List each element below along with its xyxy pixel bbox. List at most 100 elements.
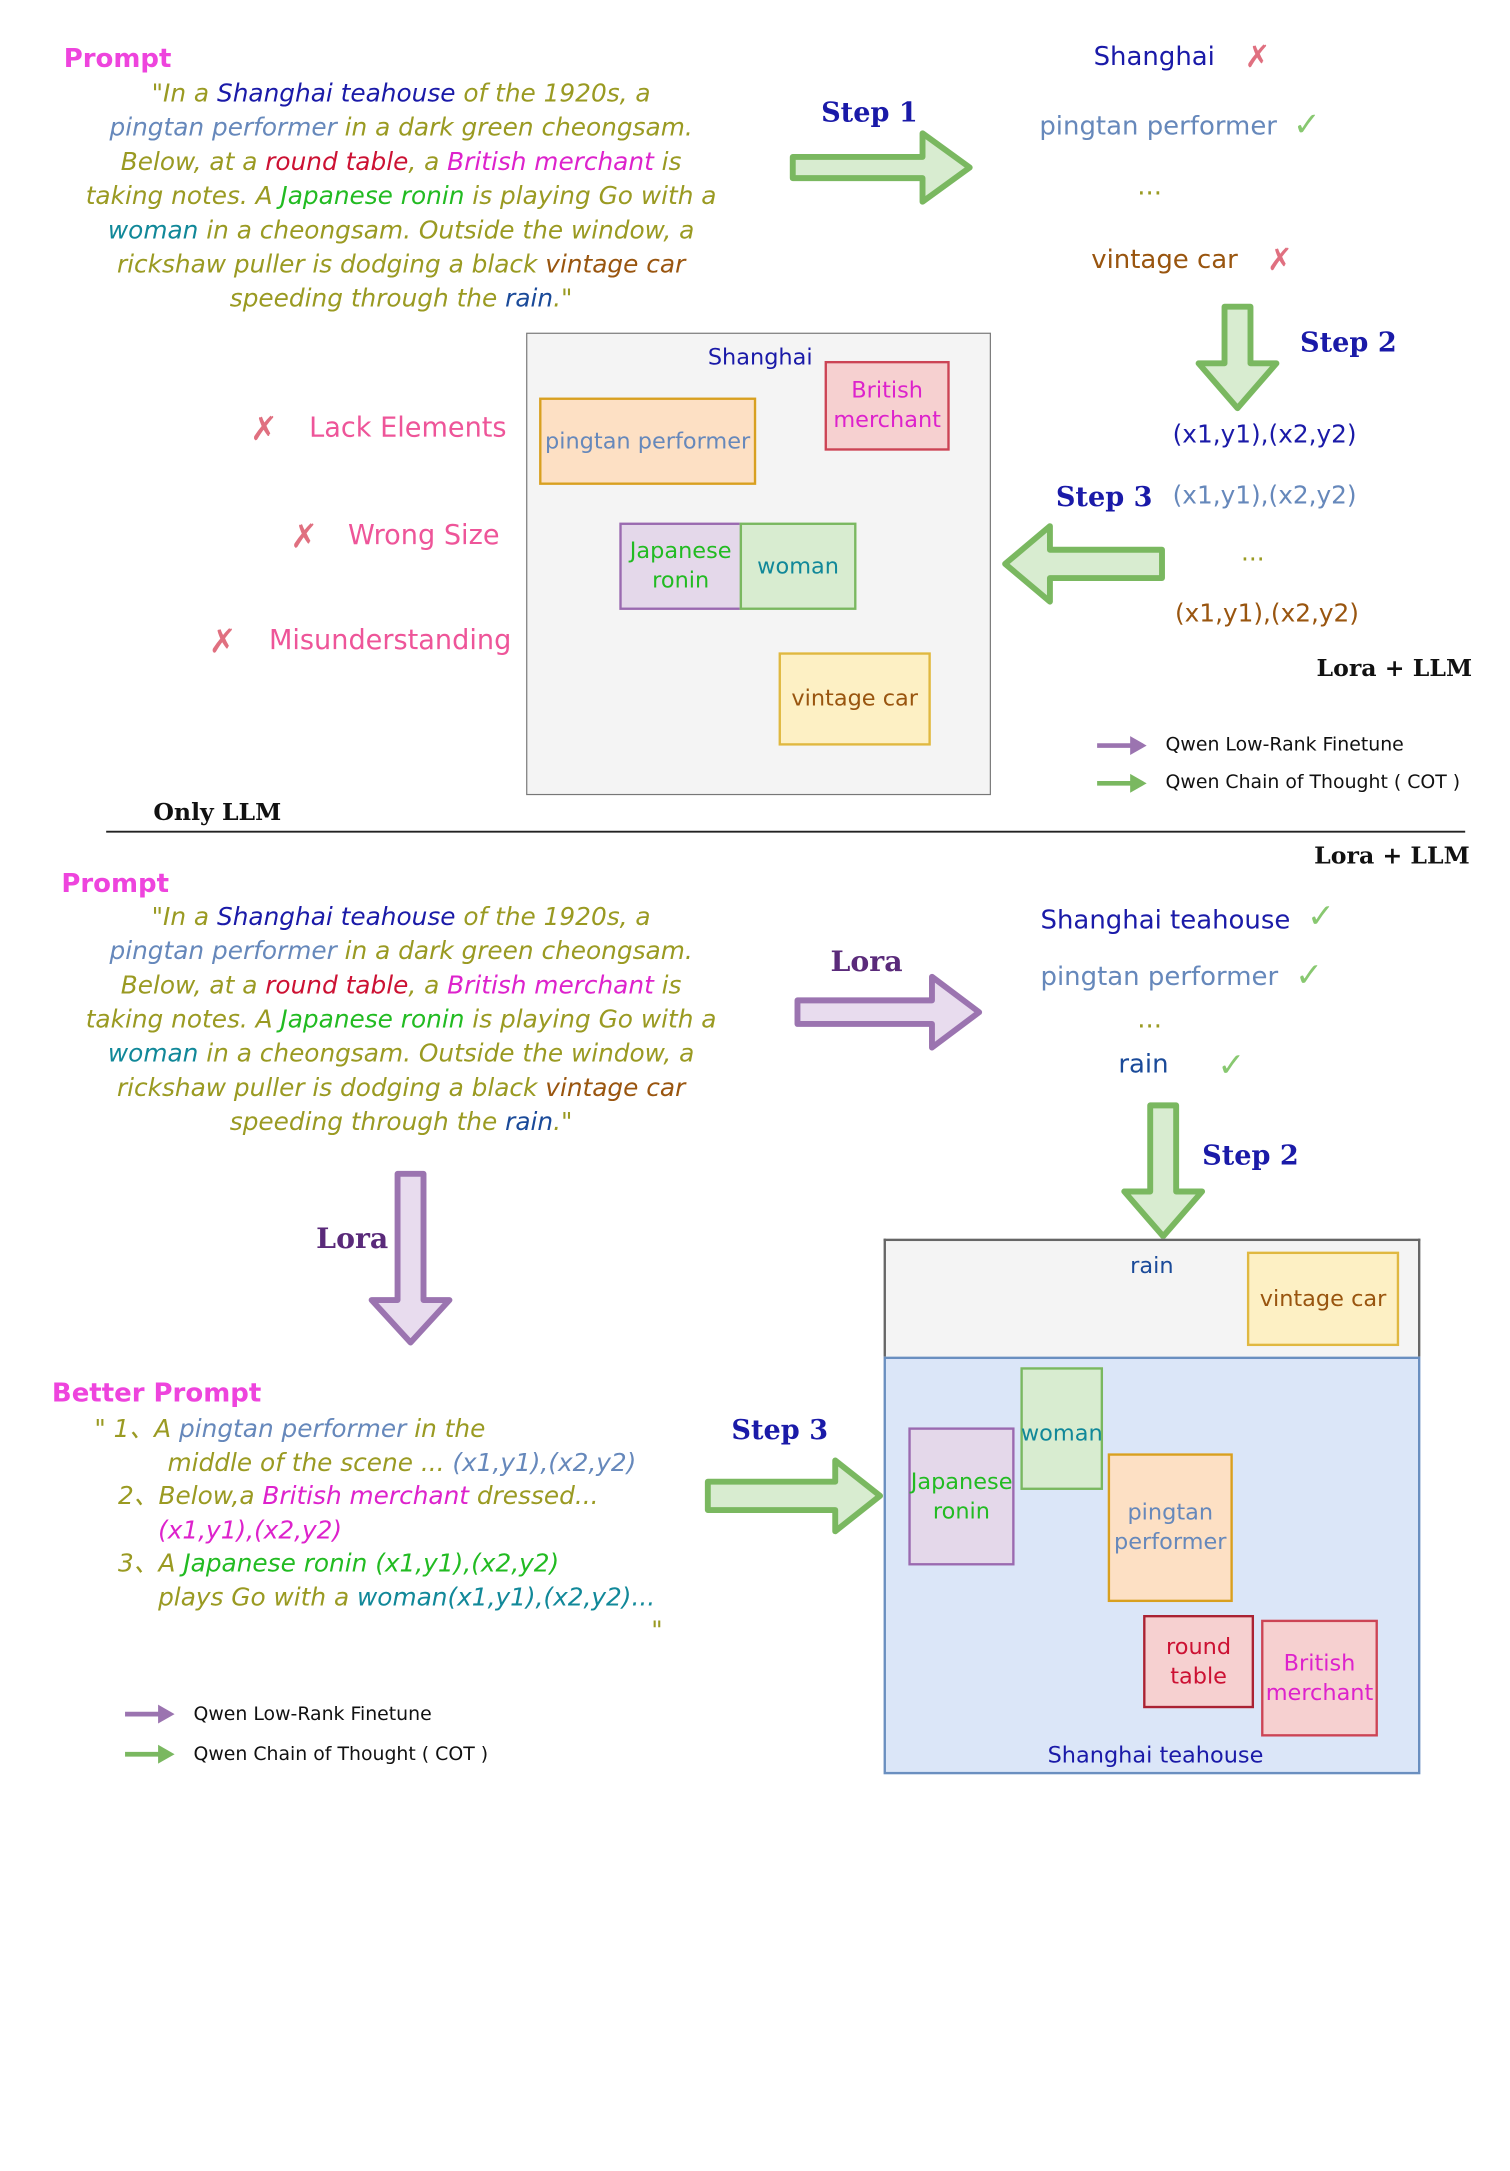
layout-box-british-merchant: British merchant: [824, 360, 950, 451]
prompt-segment: Below, at a: [120, 147, 266, 176]
prompt-segment: 3、A: [117, 1548, 184, 1578]
layout-box-pingtan-performer-bottom: pingtan performer: [1107, 1453, 1233, 1603]
prompt-line: Below, at a round table, a British merch…: [47, 145, 755, 179]
prompt-segment: rickshaw puller is dodging a black: [116, 1073, 546, 1102]
error-lack-elements: Lack Elements: [309, 412, 507, 444]
layout-box-vintage-car-bottom: vintage car: [1246, 1251, 1400, 1347]
extract-pingtan: pingtan performer: [1039, 112, 1277, 142]
prompt-line: "In a Shanghai teahouse of the 1920s, a: [47, 900, 755, 934]
prompt-segment: vintage car: [545, 1073, 686, 1102]
prompt-segment: in a dark green cheongsam.: [336, 936, 693, 965]
prompt-line: 3、A Japanese ronin (x1,y1),(x2,y2): [94, 1547, 662, 1581]
extract-dots: ...: [1137, 172, 1162, 202]
check-icon: ✓: [1292, 104, 1321, 144]
prompt-line: speeding through the rain.": [47, 1105, 755, 1139]
lora-down-arrow: [368, 1170, 453, 1346]
step2-arrow: [1195, 303, 1280, 412]
prompt-segment: in a dark green cheongsam.: [336, 113, 693, 142]
prompt-segment: vintage car: [545, 250, 686, 279]
prompt-line: rickshaw puller is dodging a black vinta…: [47, 1071, 755, 1105]
prompt-segment: Japanese ronin: [280, 1005, 465, 1034]
prompt-segment: Below, at a: [120, 970, 266, 1000]
cross-icon: ✗: [1266, 243, 1293, 279]
step1-label: Step 1: [821, 96, 918, 129]
prompt-segment: (x1,y1),(x2,y2): [158, 1515, 343, 1544]
prompt-segment: pingtan performer: [109, 113, 337, 142]
prompt-segment: Japanese ronin (x1,y1),(x2,y2): [183, 1548, 560, 1578]
extract-rain: rain: [1118, 1049, 1169, 1080]
step3-label-bottom: Step 3: [731, 1414, 829, 1447]
prompt-line: speeding through the rain.": [47, 282, 755, 316]
prompt-segment: ": [651, 1616, 663, 1645]
prompt-segment: rain: [505, 1107, 554, 1137]
prompt-segment: rain: [505, 284, 554, 313]
prompt-segment: round table: [265, 147, 409, 176]
cross-icon: ✗: [1244, 40, 1271, 76]
prompt-segment: speeding through the: [229, 1107, 506, 1137]
step2-arrow-bottom: [1121, 1102, 1206, 1240]
prompt-segment: round table: [265, 970, 409, 1000]
layout-label-shanghai: Shanghai: [707, 344, 813, 371]
error-wrong-size: Wrong Size: [348, 520, 500, 551]
prompt-line: plays Go with a woman(x1,y1),(x2,y2)...: [94, 1580, 662, 1614]
layout-box-pingtan-performer: pingtan performer: [539, 397, 757, 485]
check-icon: ✓: [1295, 955, 1323, 995]
prompt-segment: of the 1920s, a: [455, 79, 651, 108]
legend-green-text-bottom: Qwen Chain of Thought ( COT ): [193, 1742, 489, 1765]
better-prompt-label: Better Prompt: [51, 1379, 262, 1409]
legend-green-text-top: Qwen Chain of Thought ( COT ): [1165, 770, 1461, 793]
prompt-segment: of the 1920s, a: [455, 902, 651, 931]
layout-box-woman: woman: [739, 522, 857, 610]
layout-label-rain: rain: [1130, 1252, 1174, 1279]
prompt-label-top: Prompt: [63, 44, 172, 75]
prompt-line: woman in a cheongsam. Outside the window…: [47, 1037, 755, 1071]
layout-box-vintage-car: vintage car: [778, 652, 931, 746]
prompt-segment: woman(x1,y1),(x2,y2)...: [357, 1582, 656, 1611]
coord-3: (x1,y1),(x2,y2): [1174, 599, 1359, 628]
cross-icon: ✗: [290, 516, 318, 556]
prompt-line: woman in a cheongsam. Outside the window…: [47, 214, 755, 248]
check-icon: ✓: [1217, 1045, 1246, 1085]
prompt-segment: speeding through the: [229, 284, 506, 313]
prompt-segment: plays Go with a: [158, 1582, 358, 1611]
better-prompt-text: " 1、A pingtan performer in the middle of …: [94, 1412, 662, 1647]
only-llm-label: Only LLM: [153, 797, 282, 826]
prompt-segment: "In a: [151, 902, 217, 931]
layout-label-teahouse: Shanghai teahouse: [1047, 1742, 1264, 1769]
layout-box-woman-bottom: woman: [1020, 1367, 1104, 1490]
prompt-line: 2、Below,a British merchant dressed...: [94, 1479, 662, 1513]
step2-label-bottom: Step 2: [1202, 1139, 1299, 1172]
prompt-segment: in the: [406, 1414, 486, 1443]
prompt-segment: " 1、A: [94, 1414, 180, 1443]
prompt-segment: 2、Below,a: [117, 1481, 263, 1511]
prompt-segment: Shanghai teahouse: [216, 79, 456, 108]
prompt-segment: .": [553, 284, 573, 313]
coord-2: (x1,y1),(x2,y2): [1172, 481, 1357, 510]
cross-icon: ✗: [208, 621, 237, 661]
prompt-segment: pingtan performer: [179, 1414, 407, 1443]
prompt-line: ": [94, 1614, 662, 1648]
check-icon: ✓: [1307, 896, 1335, 936]
prompt-segment: "In a: [151, 79, 217, 108]
prompt-segment: taking notes. A: [85, 1005, 281, 1034]
prompt-segment: pingtan performer: [109, 936, 337, 965]
prompt-line: taking notes. A Japanese ronin is playin…: [47, 1003, 755, 1037]
prompt-label-bottom: Prompt: [61, 869, 170, 899]
lora-right-arrow: [794, 973, 983, 1051]
prompt-line: pingtan performer in a dark green cheong…: [47, 934, 755, 968]
legend-purple-text-top: Qwen Low-Rank Finetune: [1165, 732, 1404, 756]
prompt-segment: dressed...: [469, 1481, 599, 1511]
lora-right-label: Lora: [830, 943, 903, 978]
extract-pingtan-bottom: pingtan performer: [1040, 962, 1279, 993]
prompt-line: taking notes. A Japanese ronin is playin…: [47, 179, 755, 213]
prompt-segment: British merchant: [262, 1481, 470, 1511]
prompt-segment: is playing Go with a: [464, 181, 717, 210]
extract-teahouse: Shanghai teahouse: [1040, 906, 1291, 936]
prompt-segment: rickshaw puller is dodging a black: [116, 250, 546, 279]
legend-purple-text-bottom: Qwen Low-Rank Finetune: [193, 1702, 432, 1725]
prompt-segment: Shanghai teahouse: [216, 902, 456, 931]
prompt-line: Below, at a round table, a British merch…: [47, 969, 755, 1003]
prompt-line: middle of the scene ... (x1,y1),(x2,y2): [94, 1446, 662, 1480]
prompt-segment: in a cheongsam. Outside the window, a: [198, 1039, 695, 1068]
